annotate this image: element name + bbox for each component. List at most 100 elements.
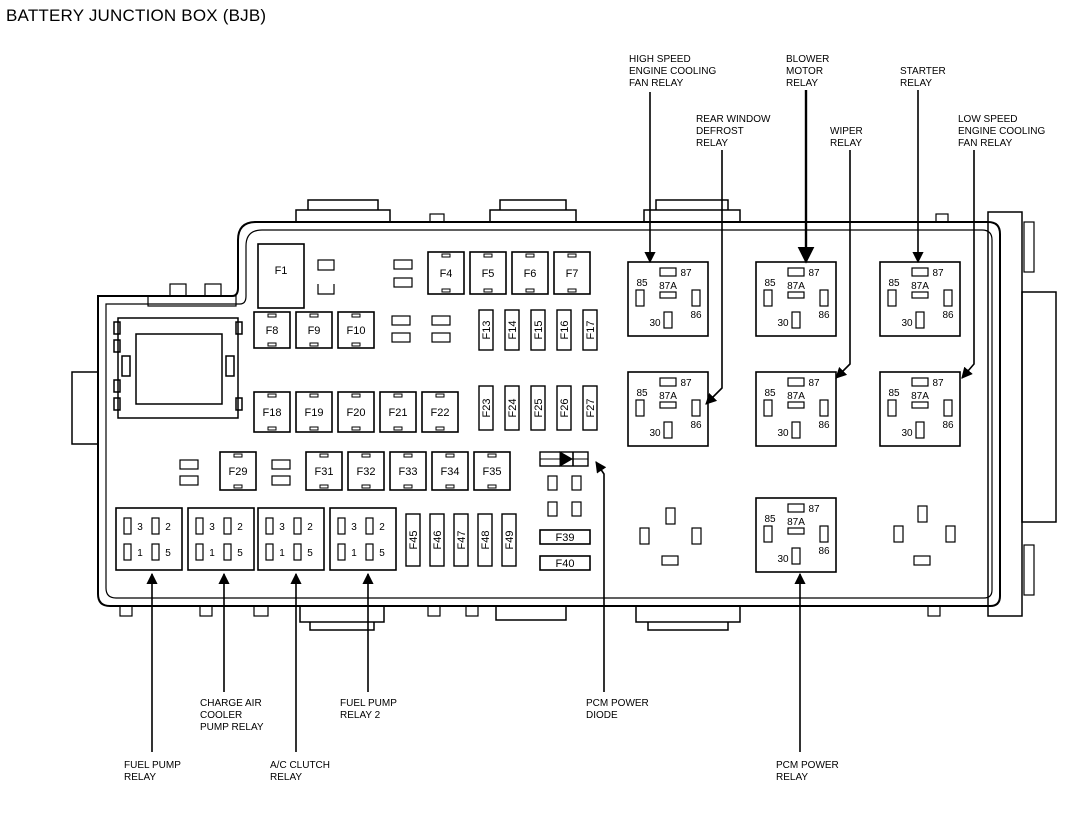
svg-text:F10: F10 bbox=[347, 325, 366, 337]
svg-text:87A: 87A bbox=[911, 391, 929, 402]
svg-text:1: 1 bbox=[279, 548, 285, 559]
svg-text:85: 85 bbox=[764, 388, 776, 399]
svg-text:1: 1 bbox=[209, 548, 215, 559]
fuse-f31: F31 bbox=[305, 451, 343, 491]
svg-text:86: 86 bbox=[690, 420, 702, 431]
svg-text:5: 5 bbox=[307, 548, 313, 559]
fuse-f40: F40 bbox=[539, 555, 591, 571]
svg-text:85: 85 bbox=[636, 278, 648, 289]
svg-text:87: 87 bbox=[680, 268, 692, 279]
fuse-f15: F15 bbox=[530, 309, 546, 351]
fuse-f13: F13 bbox=[478, 309, 494, 351]
svg-text:30: 30 bbox=[777, 428, 789, 439]
svg-text:85: 85 bbox=[764, 278, 776, 289]
svg-text:5: 5 bbox=[379, 548, 385, 559]
svg-text:F32: F32 bbox=[357, 466, 376, 478]
svg-text:F34: F34 bbox=[441, 466, 460, 478]
fuse-f49: F49 bbox=[501, 513, 517, 567]
svg-text:2: 2 bbox=[165, 522, 171, 533]
fuse-f47: F47 bbox=[453, 513, 469, 567]
fuse-f1: F1 bbox=[257, 243, 305, 309]
fuse-f48: F48 bbox=[477, 513, 493, 567]
svg-text:87: 87 bbox=[808, 504, 820, 515]
mounting-block bbox=[113, 317, 243, 419]
fuse-f19: F19 bbox=[295, 391, 333, 433]
fuse-f27: F27 bbox=[582, 385, 598, 431]
fuse-f17: F17 bbox=[582, 309, 598, 351]
svg-text:86: 86 bbox=[818, 310, 830, 321]
svg-text:5: 5 bbox=[237, 548, 243, 559]
svg-text:F21: F21 bbox=[389, 407, 408, 419]
fuse-f29: F29 bbox=[219, 451, 257, 491]
svg-text:86: 86 bbox=[942, 310, 954, 321]
fuse-f23: F23 bbox=[478, 385, 494, 431]
svg-text:87: 87 bbox=[932, 268, 944, 279]
svg-text:86: 86 bbox=[942, 420, 954, 431]
housing-outline bbox=[71, 199, 1057, 631]
svg-text:2: 2 bbox=[237, 522, 243, 533]
svg-text:F45: F45 bbox=[408, 531, 420, 550]
fuse-f22: F22 bbox=[421, 391, 459, 433]
svg-text:F17: F17 bbox=[585, 321, 597, 340]
svg-text:3: 3 bbox=[209, 522, 215, 533]
svg-text:F40: F40 bbox=[556, 558, 575, 570]
svg-text:30: 30 bbox=[901, 428, 913, 439]
svg-text:30: 30 bbox=[777, 554, 789, 565]
svg-text:87A: 87A bbox=[787, 517, 805, 528]
fuse-f45: F45 bbox=[405, 513, 421, 567]
svg-text:85: 85 bbox=[636, 388, 648, 399]
svg-text:F6: F6 bbox=[524, 268, 537, 280]
svg-text:F18: F18 bbox=[263, 407, 282, 419]
svg-text:F39: F39 bbox=[556, 532, 575, 544]
fuse-f25: F25 bbox=[530, 385, 546, 431]
svg-text:F48: F48 bbox=[480, 531, 492, 550]
svg-text:5: 5 bbox=[165, 548, 171, 559]
fuse-f4: F4 bbox=[427, 251, 465, 295]
svg-text:30: 30 bbox=[649, 428, 661, 439]
svg-text:F20: F20 bbox=[347, 407, 366, 419]
fuse-f33: F33 bbox=[389, 451, 427, 491]
svg-text:F14: F14 bbox=[507, 321, 519, 340]
page-title: BATTERY JUNCTION BOX (BJB) bbox=[6, 6, 267, 25]
empty-relay-positions bbox=[639, 505, 956, 566]
svg-text:F4: F4 bbox=[440, 268, 453, 280]
svg-text:F24: F24 bbox=[507, 399, 519, 418]
fuse-f10: F10 bbox=[337, 311, 375, 349]
svg-text:F1: F1 bbox=[275, 265, 288, 277]
svg-text:87: 87 bbox=[932, 378, 944, 389]
fuse-f24: F24 bbox=[504, 385, 520, 431]
fuse-f20: F20 bbox=[337, 391, 375, 433]
svg-text:F13: F13 bbox=[481, 321, 493, 340]
svg-text:F26: F26 bbox=[559, 399, 571, 418]
svg-text:30: 30 bbox=[777, 318, 789, 329]
svg-text:F29: F29 bbox=[229, 466, 248, 478]
svg-text:30: 30 bbox=[649, 318, 661, 329]
fuse-f9: F9 bbox=[295, 311, 333, 349]
callout-leaders bbox=[146, 90, 975, 752]
fuse-f8: F8 bbox=[253, 311, 291, 349]
fuse-f7: F7 bbox=[553, 251, 591, 295]
svg-text:87: 87 bbox=[808, 378, 820, 389]
svg-text:F9: F9 bbox=[308, 325, 321, 337]
empty-slots bbox=[179, 259, 582, 517]
svg-text:1: 1 bbox=[351, 548, 357, 559]
svg-text:87A: 87A bbox=[911, 281, 929, 292]
fuse-f5: F5 bbox=[469, 251, 507, 295]
